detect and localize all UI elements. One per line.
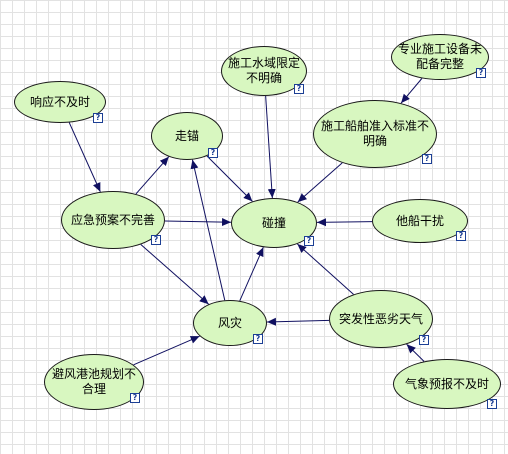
help-icon[interactable]: ? (456, 231, 466, 241)
node-wind-disaster[interactable]: 风灾 ? (193, 300, 267, 346)
edge-arrow (164, 218, 232, 227)
node-label: 施工水域限定不明确 (228, 56, 301, 85)
node-other-vessel-interference[interactable]: 他船干扰 ? (372, 199, 468, 243)
edge-arrow (190, 159, 226, 301)
node-label: 专业施工设备未配备完整 (398, 42, 483, 71)
node-harbor-planning[interactable]: 避风港池规划不合理 ? (44, 354, 144, 410)
edge-arrow (266, 317, 330, 326)
help-icon[interactable]: ? (487, 399, 497, 409)
node-label: 避风港池规划不合理 (51, 367, 136, 396)
help-icon[interactable]: ? (151, 235, 161, 245)
node-water-area-undefined[interactable]: 施工水域限定不明确 ? (221, 46, 307, 96)
help-icon[interactable]: ? (294, 84, 304, 94)
node-label: 风灾 (217, 315, 242, 330)
edge-arrow (133, 335, 200, 366)
edge-arrow (206, 155, 253, 202)
help-icon[interactable]: ? (422, 154, 432, 164)
edge-arrow (297, 162, 343, 203)
edge-arrow (406, 343, 425, 362)
node-vessel-standard-unclear[interactable]: 施工船舶准入标准不明确 ? (313, 100, 437, 168)
node-collision[interactable]: 碰撞 ? (231, 198, 317, 248)
help-icon[interactable]: ? (476, 68, 486, 78)
node-label: 突发性恶劣天气 (338, 311, 423, 326)
edge-arrow (316, 218, 373, 227)
node-label: 碰撞 (261, 215, 286, 230)
edge-arrow (68, 122, 101, 193)
node-label: 应急预案不完善 (70, 212, 155, 227)
edge-arrow (140, 244, 209, 305)
node-label: 施工船舶准入标准不明确 (320, 119, 429, 148)
edge-arrow (400, 78, 423, 104)
node-label: 气象预报不及时 (404, 376, 489, 391)
help-icon[interactable]: ? (208, 148, 218, 158)
edge-arrow (135, 156, 170, 195)
edge-arrow (297, 243, 354, 295)
node-emergency-plan[interactable]: 应急预案不完善 ? (61, 191, 165, 249)
help-icon[interactable]: ? (419, 335, 429, 345)
help-icon[interactable]: ? (93, 113, 103, 123)
edge-arrow (265, 95, 276, 199)
node-label: 走锚 (174, 128, 199, 143)
node-label: 响应不及时 (29, 94, 90, 109)
edge-arrow (239, 247, 264, 302)
help-icon[interactable]: ? (304, 236, 314, 246)
node-forecast-delay[interactable]: 气象预报不及时 ? (393, 359, 501, 409)
help-icon[interactable]: ? (130, 393, 140, 403)
help-icon[interactable]: ? (253, 334, 263, 344)
node-sudden-bad-weather[interactable]: 突发性恶劣天气 ? (329, 290, 433, 348)
node-response-delay[interactable]: 响应不及时 ? (14, 81, 106, 123)
node-dragging-anchor[interactable]: 走锚 ? (151, 112, 223, 160)
node-equipment-incomplete[interactable]: 专业施工设备未配备完整 ? (391, 34, 489, 80)
node-label: 他船干扰 (395, 213, 444, 228)
